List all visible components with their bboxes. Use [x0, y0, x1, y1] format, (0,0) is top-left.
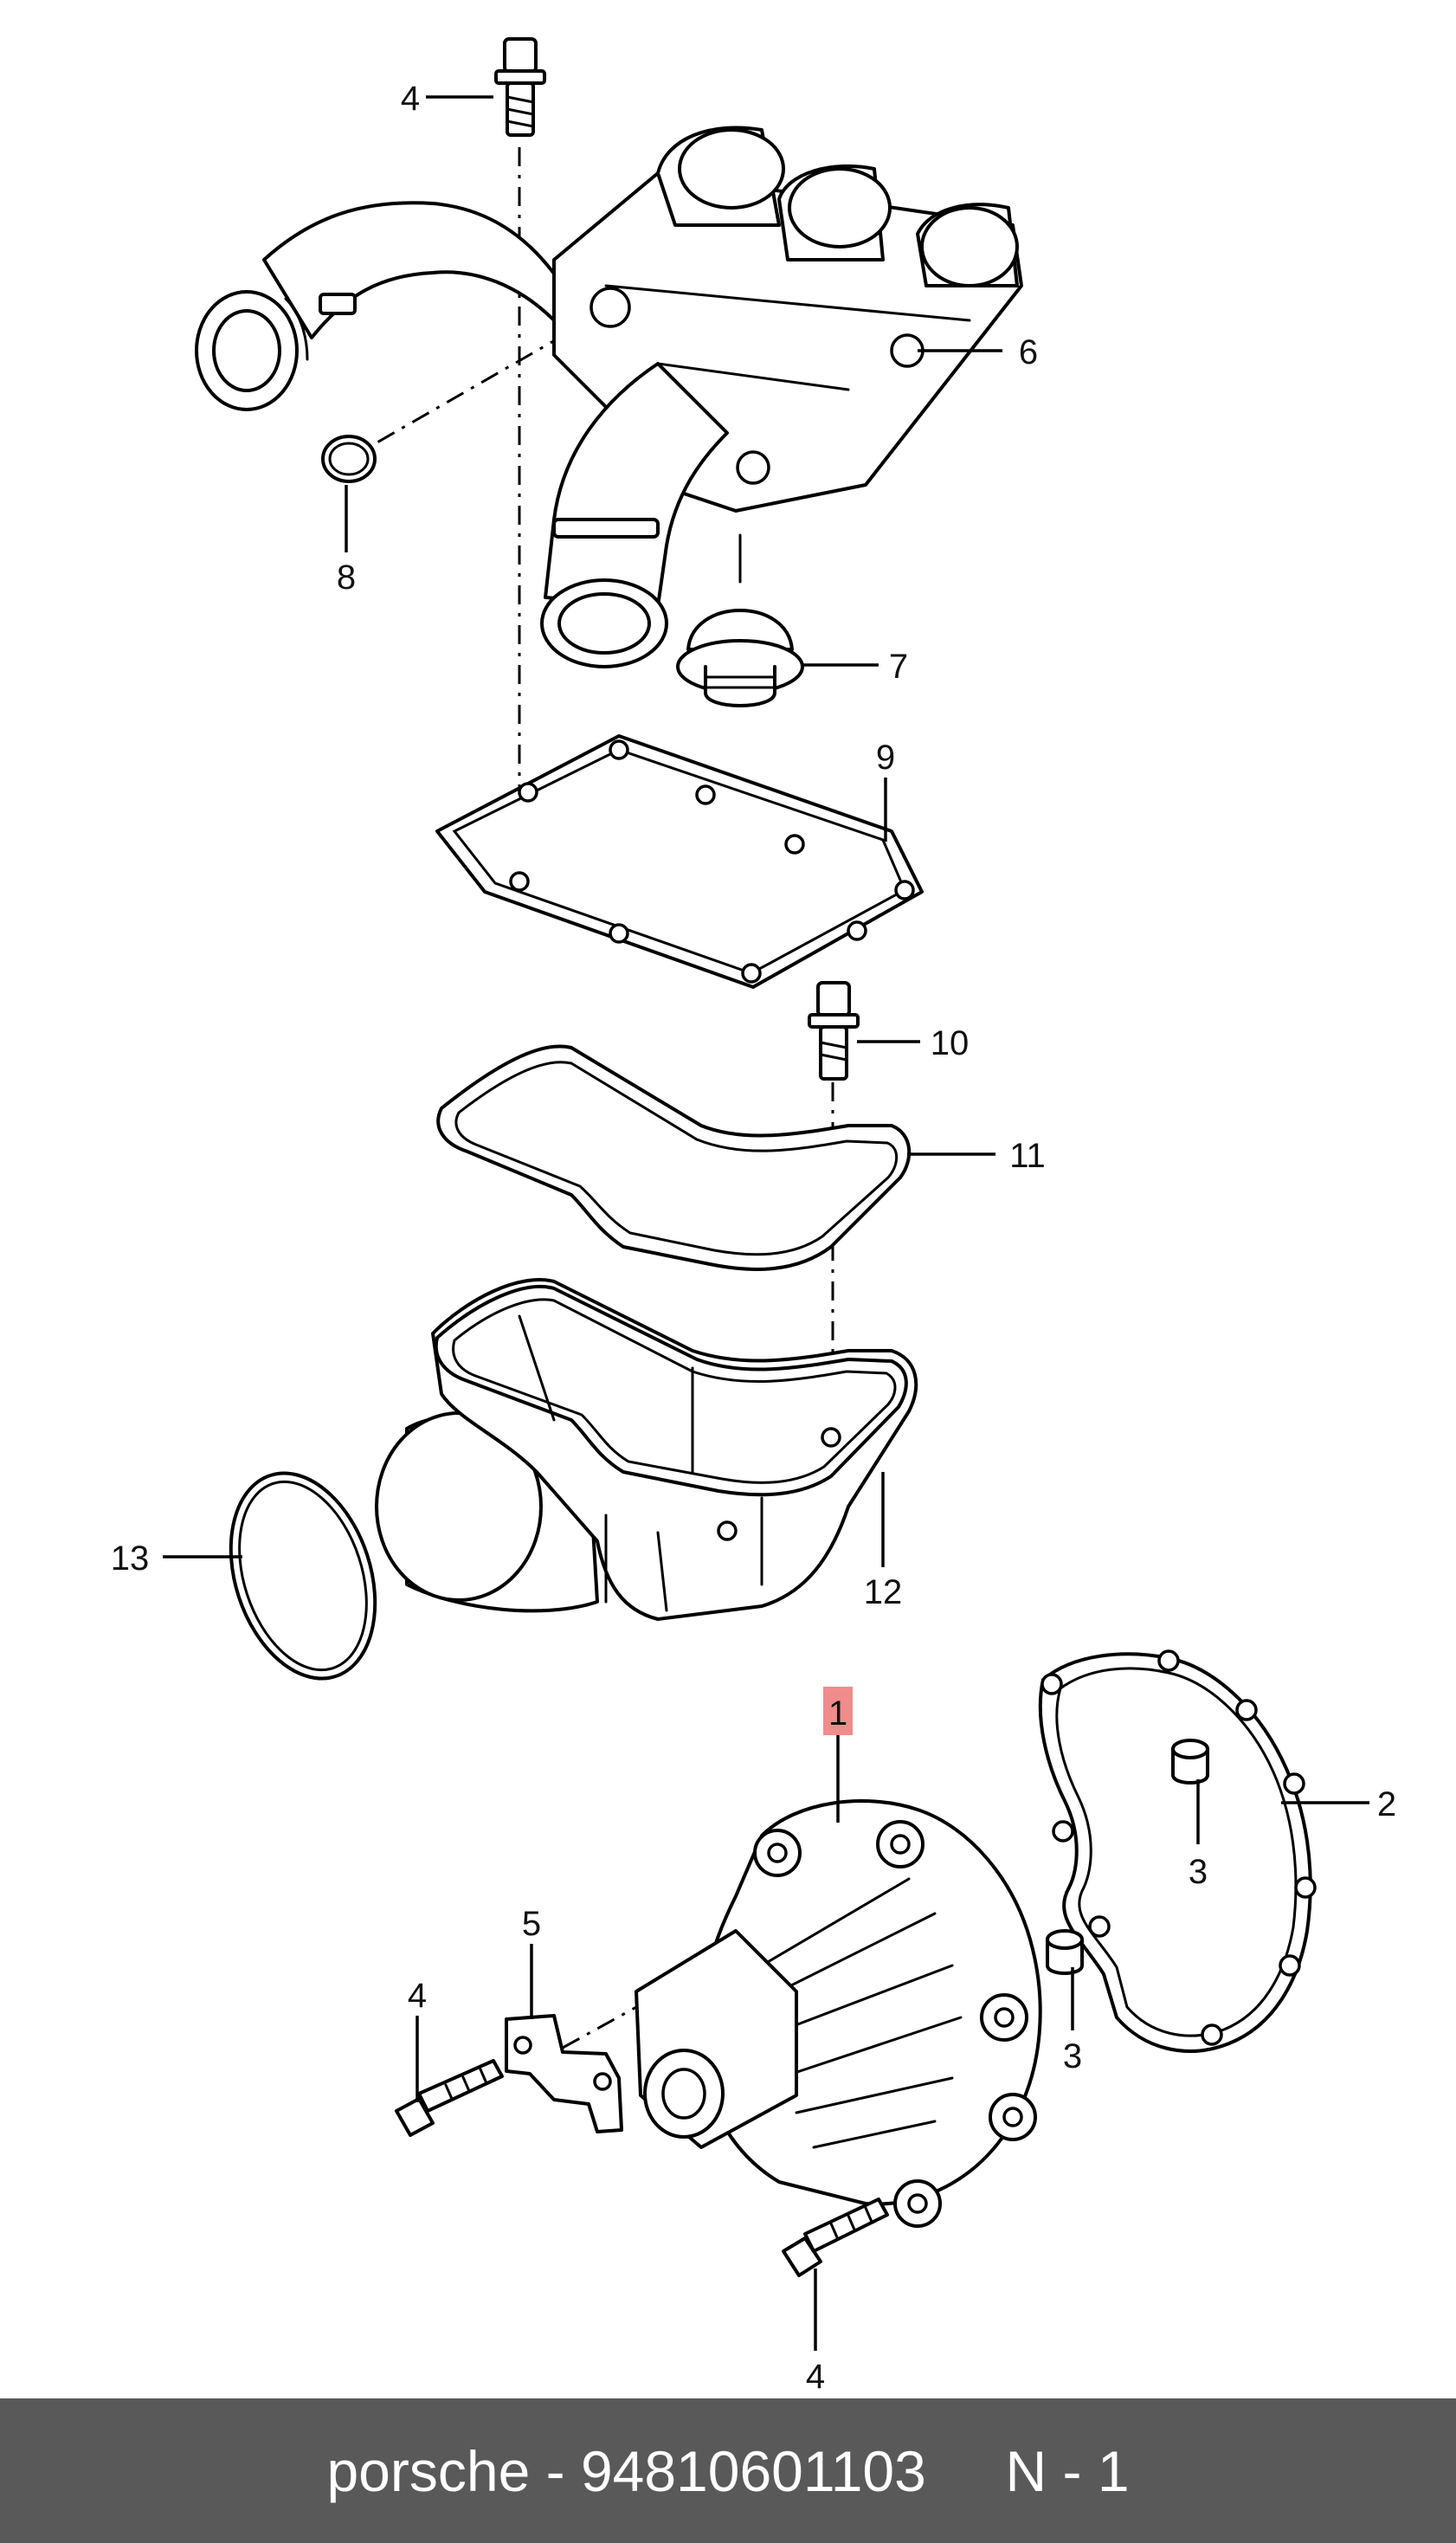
bolt-top	[494, 37, 546, 137]
callout-12: 12	[864, 1573, 903, 1611]
callout-9: 9	[876, 739, 895, 777]
callout-3-upper: 3	[1189, 1853, 1208, 1891]
exploded-parts-diagram: 1 2 3 3 4 4 4 5 6 7 8 9 10 11 12 13	[111, 37, 1396, 2396]
callout-4-top: 4	[401, 80, 420, 118]
gasket-plate-upper	[435, 734, 924, 989]
housing-gasket	[436, 1044, 912, 1271]
water-pump	[635, 1799, 1042, 2228]
callout-7: 7	[889, 648, 908, 686]
footer-caption: porsche - 94810601103 N - 1	[326, 2438, 1129, 2504]
part-number: 94810601103	[580, 2438, 926, 2503]
callout-11: 11	[1009, 1137, 1046, 1175]
callout-4-left: 4	[408, 1977, 427, 2015]
footer-bar: porsche - 94810601103 N - 1	[0, 2398, 1456, 2543]
o-ring-large	[229, 1471, 377, 1681]
bracket	[505, 2014, 623, 2133]
alignment-axis-oring	[363, 332, 568, 452]
dowel-pin-lower	[1046, 1929, 1084, 1975]
callout-3-lower: 3	[1063, 2037, 1082, 2075]
callout-4-bottom: 4	[806, 2358, 825, 2396]
callout-6: 6	[1019, 333, 1038, 371]
pump-housing	[375, 1278, 918, 1621]
caption-gap	[926, 2439, 1006, 2503]
o-ring-small	[321, 435, 377, 483]
diagram-code: N - 1	[1005, 2438, 1130, 2503]
callout-5: 5	[522, 1905, 541, 1943]
pump-gasket	[1038, 1649, 1317, 2053]
callout-10: 10	[931, 1024, 970, 1062]
thermostat	[676, 533, 804, 707]
brand-name: porsche	[326, 2438, 531, 2503]
dowel-pin-upper	[1171, 1739, 1209, 1785]
caption-separator: -	[530, 2438, 581, 2503]
bolt-left	[395, 2059, 504, 2137]
callout-13: 13	[111, 1539, 150, 1578]
bolt-middle	[808, 981, 860, 1081]
callout-1: 1	[828, 1694, 847, 1733]
callout-2: 2	[1377, 1785, 1396, 1823]
callout-8: 8	[337, 558, 356, 597]
bolt-bottom	[782, 2198, 889, 2277]
coolant-manifold	[195, 126, 1023, 668]
callout-highlight	[823, 1687, 853, 1735]
